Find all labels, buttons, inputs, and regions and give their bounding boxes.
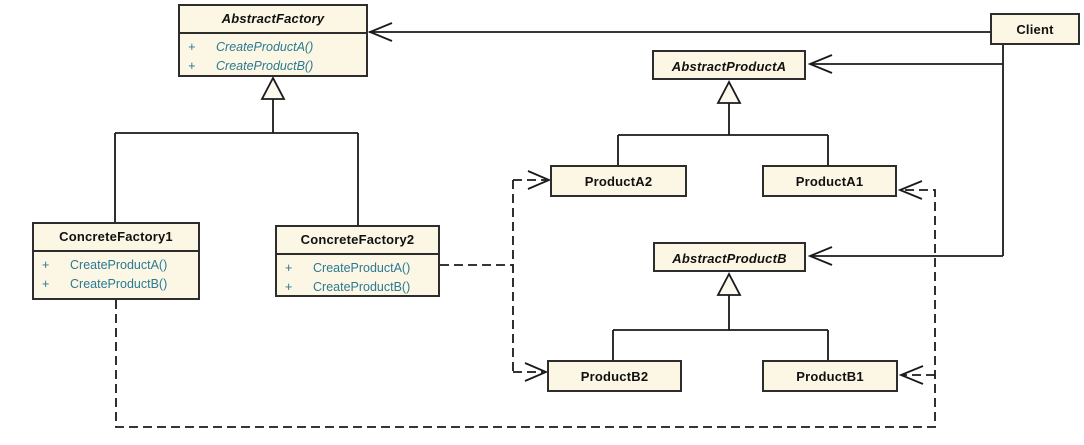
open-arrowhead-icon	[807, 246, 833, 266]
open-arrowhead-icon	[527, 170, 552, 190]
method-create-product-b: + CreateProductB()	[188, 59, 314, 73]
class-name: Client	[1016, 22, 1054, 37]
class-product-a2: ProductA2	[550, 165, 687, 197]
method-create-product-b: + CreateProductB()	[42, 277, 168, 291]
open-arrowhead-icon	[524, 362, 549, 382]
generalization-triangle-icon	[716, 80, 742, 104]
class-client: Client	[990, 13, 1080, 45]
assoc-client-abstractproductb	[807, 246, 1003, 266]
class-name: AbstractProductB	[672, 251, 787, 266]
method-create-product-a: + CreateProductA()	[42, 258, 168, 272]
class-concrete-factory2: ConcreteFactory2 + CreateProductA() + Cr…	[275, 225, 440, 297]
class-name: AbstractFactory	[180, 6, 366, 34]
class-name: AbstractProductA	[671, 59, 787, 74]
open-arrowhead-icon	[807, 54, 833, 74]
class-abstract-factory: AbstractFactory + CreateProductA() + Cre…	[178, 4, 368, 77]
generalization-triangle-icon	[716, 272, 742, 296]
methods-compartment: + CreateProductA() + CreateProductB()	[277, 255, 438, 297]
methods-compartment: + CreateProductA() + CreateProductB()	[180, 34, 366, 76]
class-product-b2: ProductB2	[547, 360, 682, 392]
open-arrowhead-icon	[367, 22, 393, 42]
open-arrowhead-icon	[898, 365, 924, 385]
class-name: ConcreteFactory1	[34, 224, 198, 252]
dep-concretefactory2-products	[440, 170, 552, 382]
class-name: ProductB1	[796, 369, 864, 384]
dep-concretefactory1-products	[115, 180, 936, 428]
class-name: ProductA2	[584, 174, 653, 189]
class-product-b1: ProductB1	[762, 360, 898, 392]
gen-products-abstractproducta	[617, 80, 829, 165]
class-product-a1: ProductA1	[762, 165, 897, 197]
method-create-product-a: + CreateProductA()	[188, 40, 314, 54]
open-arrowhead-icon	[897, 180, 923, 200]
methods-compartment: + CreateProductA() + CreateProductB()	[34, 252, 198, 294]
gen-products-abstractproductb	[612, 272, 829, 360]
method-create-product-a: + CreateProductA()	[285, 261, 411, 275]
class-abstract-product-a: AbstractProductA	[652, 50, 806, 80]
class-name: ProductB2	[580, 369, 649, 384]
generalization-triangle-icon	[260, 76, 286, 100]
class-name: ConcreteFactory2	[277, 227, 438, 255]
gen-concretefactories-abstractfactory	[114, 76, 359, 225]
class-concrete-factory1: ConcreteFactory1 + CreateProductA() + Cr…	[32, 222, 200, 300]
assoc-client-abstractproducta	[807, 45, 1004, 256]
assoc-client-abstractfactory	[367, 22, 990, 42]
method-create-product-b: + CreateProductB()	[285, 280, 411, 294]
class-name: ProductA1	[795, 174, 864, 189]
class-abstract-product-b: AbstractProductB	[653, 242, 806, 272]
